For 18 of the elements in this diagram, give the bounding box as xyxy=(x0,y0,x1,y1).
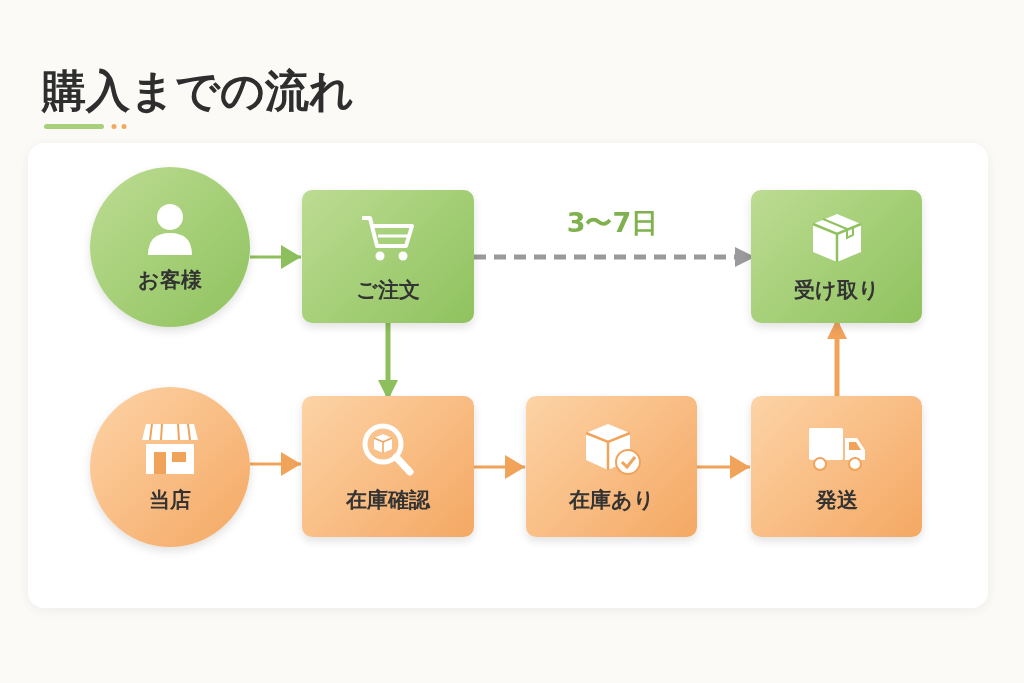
step-box xyxy=(302,396,474,537)
step-label: 在庫確認 xyxy=(346,486,430,514)
arrow xyxy=(474,455,525,479)
step-label: お客様 xyxy=(138,267,202,294)
step-label: 発送 xyxy=(815,486,858,514)
step-box xyxy=(751,190,922,323)
step-label: 在庫あり xyxy=(568,486,655,514)
edge-label: 3〜7日 xyxy=(565,206,660,240)
step-box xyxy=(526,396,697,537)
arrow xyxy=(250,245,301,269)
step-box xyxy=(302,190,474,323)
arrow xyxy=(250,452,301,476)
step-label: 受け取り xyxy=(793,276,880,304)
step-box xyxy=(751,396,922,537)
title: 購入までの流れ xyxy=(42,64,354,118)
step-label: ご注文 xyxy=(356,276,420,304)
step-label: 当店 xyxy=(149,487,191,514)
arrow xyxy=(697,455,750,479)
